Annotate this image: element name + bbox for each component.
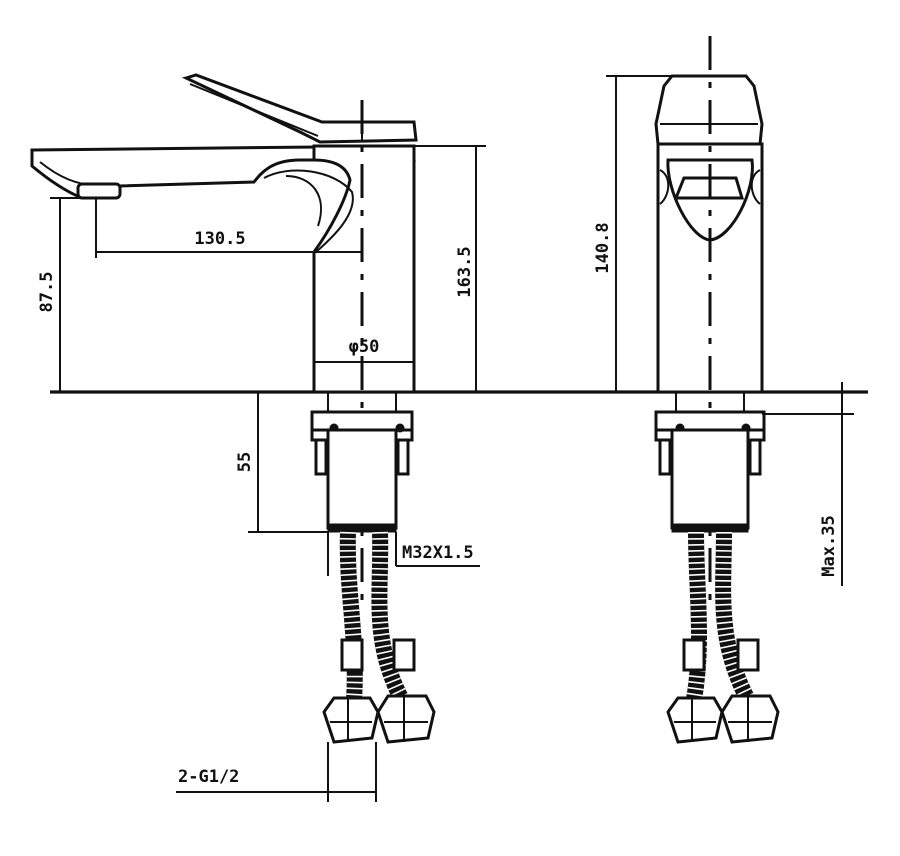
front-hex-nut-left xyxy=(666,696,724,744)
dim-handle-height-label: 140.8 xyxy=(593,222,613,273)
dim-spout-reach-label: 130.5 xyxy=(194,229,245,249)
front-view xyxy=(654,36,764,610)
dim-shank-length: 55 xyxy=(235,392,328,533)
side-hex-nut-right xyxy=(376,694,436,744)
side-handle-lever xyxy=(181,73,418,144)
side-hex-nut-left xyxy=(322,696,380,744)
dim-max-thickness-label: Max.35 xyxy=(819,515,839,576)
side-mounting-assembly xyxy=(310,392,414,533)
front-hoses xyxy=(666,531,780,744)
front-hex-nut-right xyxy=(720,694,780,744)
side-hoses xyxy=(322,531,436,744)
front-shank xyxy=(670,428,750,530)
dim-base-diameter-label: φ50 xyxy=(349,337,380,357)
dim-thread: M32X1.5 xyxy=(327,532,480,576)
dim-shank-length-label: 55 xyxy=(235,452,255,472)
side-shank xyxy=(326,428,398,530)
dim-spout-height: 87.5 xyxy=(37,197,80,392)
dim-body-height: 163.5 xyxy=(414,145,486,392)
dim-handle-height: 140.8 xyxy=(593,75,672,392)
dim-spout-height-label: 87.5 xyxy=(37,272,57,313)
dim-max-thickness: Max.35 xyxy=(762,382,854,586)
dim-hose-connection-label: 2-G1/2 xyxy=(178,767,239,787)
front-mounting-assembly xyxy=(654,392,766,533)
dim-spout-reach: 130.5 xyxy=(95,198,362,258)
dim-thread-label: M32X1.5 xyxy=(402,543,474,563)
dim-hose-connection: 2-G1/2 xyxy=(176,742,377,802)
side-aerator xyxy=(76,182,122,200)
dim-body-height-label: 163.5 xyxy=(455,246,475,297)
